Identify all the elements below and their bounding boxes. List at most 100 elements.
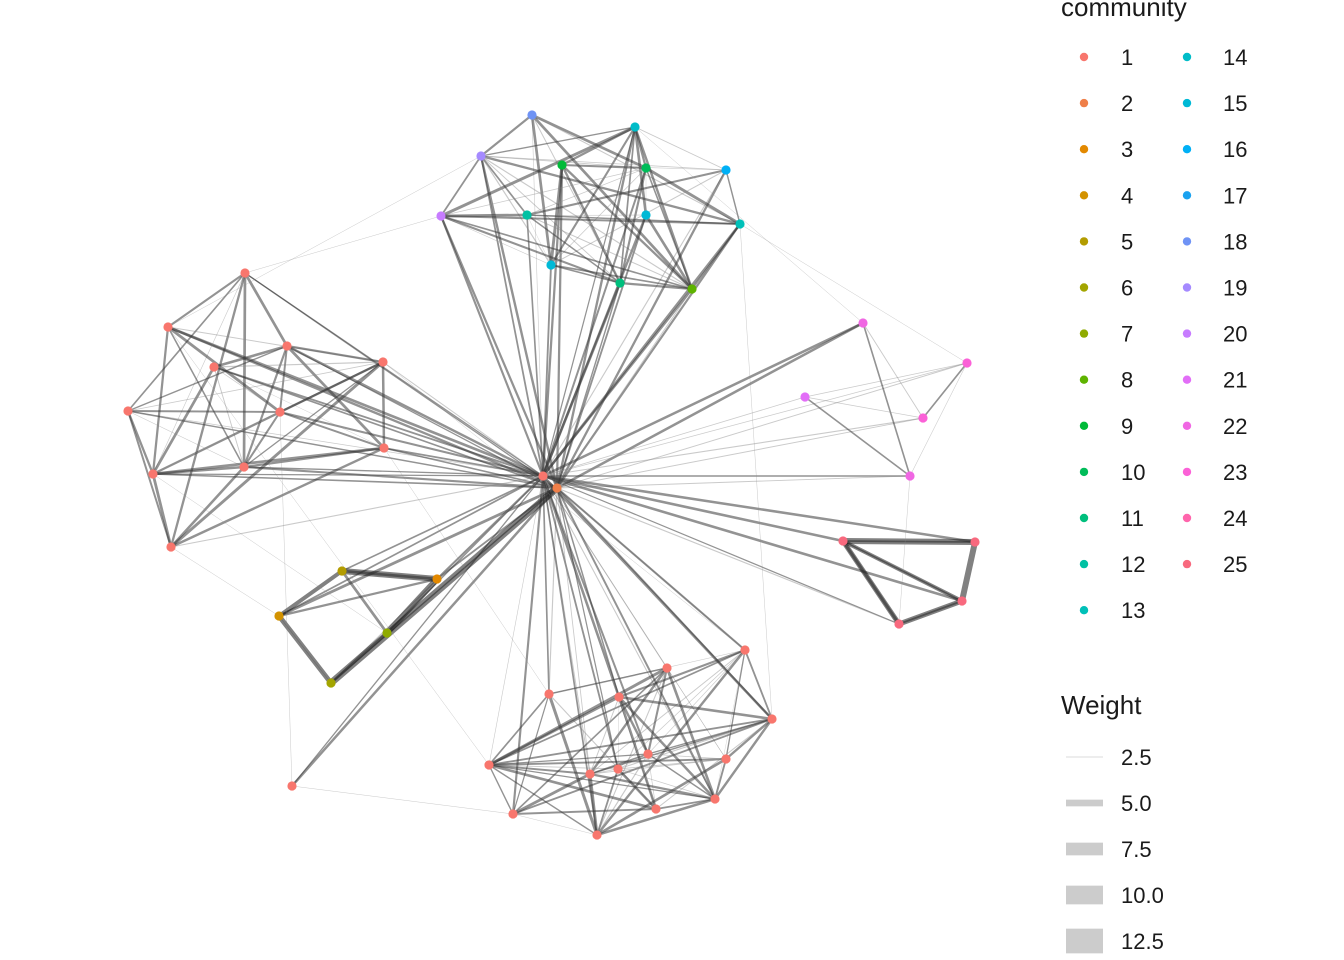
weight-legend: Weight 2.55.07.510.012.5 xyxy=(1061,690,1164,954)
network-edge xyxy=(152,473,558,489)
network-edge xyxy=(714,649,746,800)
network-edge xyxy=(279,345,288,413)
network-edge xyxy=(619,126,636,284)
network-edge xyxy=(383,447,558,489)
network-edge xyxy=(530,113,553,267)
network-edge xyxy=(488,764,619,770)
network-node-community-1 xyxy=(538,471,548,481)
legend-key-community-10: 10 xyxy=(1079,460,1145,485)
network-edge xyxy=(541,281,622,478)
network-edge xyxy=(644,166,742,226)
network-edge xyxy=(244,272,558,489)
network-edge xyxy=(589,649,746,775)
network-edge xyxy=(840,538,902,627)
legend-label: 3 xyxy=(1121,137,1133,162)
network-edge xyxy=(896,598,965,627)
network-edge xyxy=(285,344,386,450)
network-edge xyxy=(480,155,693,290)
network-node-community-1 xyxy=(123,406,133,416)
legend-key-weight-10.0: 10.0 xyxy=(1066,883,1164,908)
network-edge xyxy=(488,758,727,766)
legend-key-community-2: 2 xyxy=(1079,91,1133,116)
network-edge xyxy=(127,361,384,412)
legend-key-community-5: 5 xyxy=(1079,229,1133,254)
network-node-community-15 xyxy=(546,260,556,270)
network-edge xyxy=(242,410,282,469)
network-node-community-1 xyxy=(275,407,285,417)
network-edge xyxy=(556,362,968,489)
network-edge xyxy=(167,326,490,766)
legend-label: 1 xyxy=(1121,45,1133,70)
network-node-community-1 xyxy=(209,362,219,372)
network-node-community-1 xyxy=(240,268,250,278)
legend-swatch xyxy=(1079,145,1089,154)
network-node-community-16 xyxy=(721,165,731,175)
network-edge xyxy=(725,649,746,760)
network-edge xyxy=(588,772,717,801)
network-edge xyxy=(212,344,289,369)
network-edge xyxy=(841,539,964,603)
network-edge xyxy=(213,366,281,413)
network-edge xyxy=(276,613,334,686)
network-edge xyxy=(340,569,389,635)
network-edge xyxy=(596,667,668,836)
network-edge xyxy=(542,475,619,770)
network-edge xyxy=(589,768,619,775)
network-edge xyxy=(550,169,727,266)
network-node-community-2 xyxy=(552,483,562,493)
network-edge xyxy=(555,125,637,490)
network-edge xyxy=(381,360,386,450)
legend-key-community-24: 24 xyxy=(1182,506,1247,531)
legend-swatch xyxy=(1182,145,1192,154)
network-edge xyxy=(440,215,741,225)
network-edge xyxy=(383,447,544,477)
legend-key-community-17: 17 xyxy=(1182,183,1247,208)
legend-label: 4 xyxy=(1121,183,1133,208)
network-node-community-1 xyxy=(163,322,173,332)
network-edge xyxy=(542,169,727,477)
legend-swatch xyxy=(1182,237,1192,246)
network-edge xyxy=(714,758,727,800)
network-edge xyxy=(526,214,544,477)
network-node-community-1 xyxy=(651,804,661,814)
network-edge xyxy=(647,753,727,760)
network-edge xyxy=(279,411,385,449)
network-edge xyxy=(547,692,599,837)
network-node-community-13 xyxy=(735,219,745,229)
network-edge xyxy=(542,126,636,477)
legend-swatch xyxy=(1079,237,1089,246)
network-edge xyxy=(169,360,385,549)
legend-label: 10.0 xyxy=(1121,883,1164,908)
legend-key-community-21: 21 xyxy=(1182,368,1247,393)
network-edge xyxy=(617,758,727,770)
network-edge xyxy=(512,813,598,836)
legend-swatch xyxy=(1182,98,1192,108)
network-edge xyxy=(550,167,647,266)
legend-label: 12.5 xyxy=(1121,929,1164,954)
network-edge xyxy=(526,214,693,290)
network-edge xyxy=(440,215,552,266)
network-edge xyxy=(167,155,482,328)
network-edge xyxy=(488,753,649,766)
network-edge xyxy=(645,167,693,290)
network-edge xyxy=(512,693,550,815)
legend-label: 21 xyxy=(1223,368,1247,393)
network-edge xyxy=(556,282,621,489)
network-edge xyxy=(556,487,900,625)
network-edge xyxy=(290,486,559,788)
network-edge xyxy=(898,475,911,625)
legend-label: 23 xyxy=(1223,460,1247,485)
network-edge xyxy=(634,126,727,171)
legend-key-community-23: 23 xyxy=(1182,460,1247,485)
network-edge xyxy=(542,417,924,477)
legend-key-weight-7.5: 7.5 xyxy=(1066,837,1152,862)
legend-label: 2 xyxy=(1121,91,1133,116)
network-edge xyxy=(480,155,727,171)
legend-label: 12 xyxy=(1121,552,1145,577)
network-edge xyxy=(152,272,246,475)
network-node-community-25 xyxy=(894,619,904,629)
network-node-community-1 xyxy=(166,542,176,552)
network-edge xyxy=(595,648,747,837)
network-edge xyxy=(127,410,281,413)
